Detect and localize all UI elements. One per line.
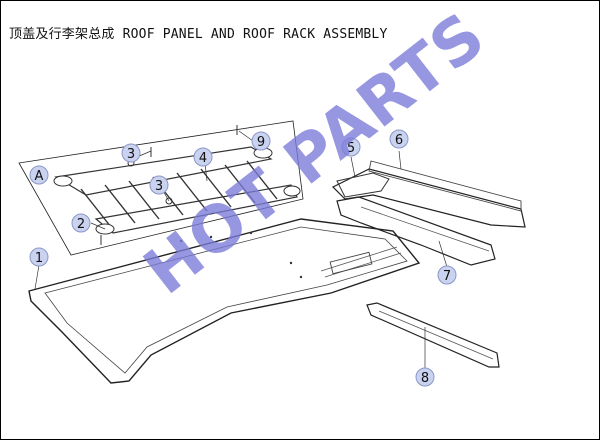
callout-6: 6 <box>389 129 409 149</box>
page-title: 顶盖及行李架总成 ROOF PANEL AND ROOF RACK ASSEMBL… <box>9 23 396 42</box>
rack-end-caps <box>53 147 301 235</box>
callout-1-label: 1 <box>35 251 43 266</box>
rack-assembly-frame <box>18 120 304 256</box>
leader-lines <box>34 130 448 369</box>
callout-5: 5 <box>341 137 361 157</box>
callout-3a: 3 <box>121 143 141 163</box>
roof-panel-recess <box>329 251 373 275</box>
title-english: ROOF PANEL AND ROOF RACK ASSEMBLY <box>122 27 388 42</box>
callout-2: 2 <box>71 213 91 233</box>
rack-screws <box>100 125 238 245</box>
rack-rail-rear <box>54 146 273 196</box>
callout-7-label: 7 <box>443 269 451 284</box>
rear-roof-bow <box>336 196 496 266</box>
rack-cross-bars <box>80 160 278 228</box>
callout-6-label: 6 <box>395 133 403 148</box>
callout-3a-label: 3 <box>127 147 135 162</box>
callout-3b: 3 <box>149 175 169 195</box>
callout-A-label: A <box>35 169 44 184</box>
callout-7: 7 <box>437 265 457 285</box>
callout-8: 8 <box>415 367 435 387</box>
roof-strip-part-8 <box>366 302 500 368</box>
title-chinese: 顶盖及行李架总成 <box>9 27 115 42</box>
rear-roof-bow-detail <box>360 206 490 252</box>
callout-A: A <box>29 165 49 185</box>
callout-9: 9 <box>251 131 271 151</box>
callout-2-label: 2 <box>77 217 85 232</box>
callout-8-label: 8 <box>421 371 429 386</box>
callout-1: 1 <box>29 247 49 267</box>
callout-3b-label: 3 <box>155 179 163 194</box>
roof-panel-inner-edge <box>44 226 408 374</box>
roof-strip-detail <box>378 310 494 360</box>
roof-panel-holes <box>179 231 303 279</box>
bracket-part-5 <box>336 172 390 198</box>
callout-4-label: 4 <box>199 151 207 166</box>
roof-panel-ribs <box>320 246 402 278</box>
callout-4: 4 <box>193 147 213 167</box>
callout-9-label: 9 <box>257 135 265 150</box>
front-roof-bow-flange <box>368 160 522 212</box>
callout-5-label: 5 <box>347 141 355 156</box>
